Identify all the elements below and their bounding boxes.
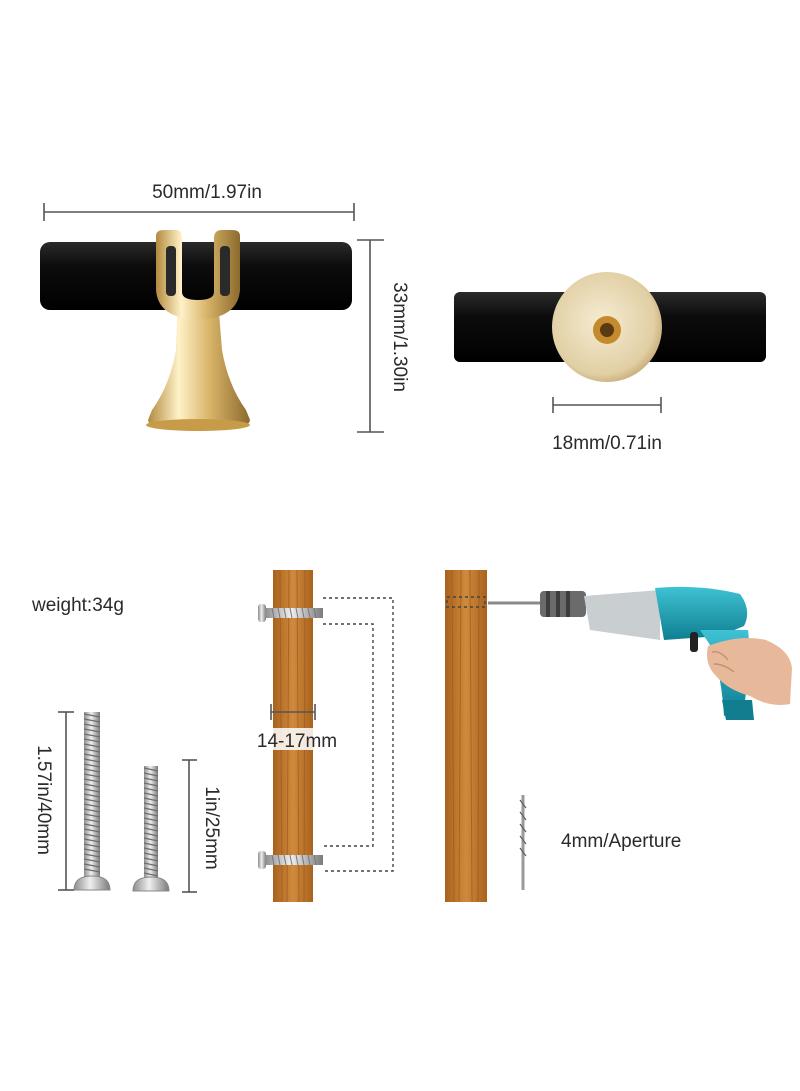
short-screw-label: 1in/25mm (201, 786, 222, 869)
long-screw-label: 1.57in/40mm (33, 745, 54, 855)
panel-thickness-label-bg (252, 728, 348, 750)
knob-height-label: 33mm/1.30in (389, 282, 410, 392)
wood-grain-2 (451, 569, 480, 903)
drill-gearbox (584, 590, 660, 640)
drill-bit-icon (519, 795, 527, 890)
install-panel: 14-17mm (252, 569, 394, 903)
drill-body (655, 586, 748, 640)
knob-base-label: 18mm/0.71in (552, 433, 662, 454)
drill-panel: 4mm/Aperture (445, 569, 792, 903)
drill-aperture-label: 4mm/Aperture (561, 831, 681, 852)
clamp-gap-left (166, 246, 176, 296)
weight-label: weight:34g (31, 595, 124, 616)
drill-trigger (690, 632, 698, 652)
wood-panel-2 (445, 570, 487, 902)
knob-back-view: 18mm/0.71in (454, 272, 766, 454)
knob-front-view: 50mm/1.97in 33mm/1.30in (40, 182, 410, 433)
short-screw (132, 766, 170, 892)
panel-screw-bottom (258, 851, 323, 869)
knob-width-label: 50mm/1.97in (152, 182, 262, 203)
hand (707, 638, 792, 705)
handle-outline-outer (323, 597, 394, 872)
power-drill (488, 586, 792, 720)
clamp-gap-right (220, 246, 230, 296)
knob-gold-clamp (156, 230, 240, 320)
knob-gold-base (148, 300, 250, 430)
screws-group: 1.57in/40mm 1in/25mm (33, 711, 222, 893)
drilled-hole-outline (446, 596, 486, 608)
panel-thickness-label: 14-17mm (257, 731, 337, 752)
drill-handle-base (722, 700, 754, 720)
long-screw (73, 712, 111, 891)
handle-outline-inner (323, 623, 374, 847)
panel-screw-top (258, 604, 323, 622)
screw-hole (600, 323, 614, 337)
drill-chuck (540, 591, 586, 617)
knob-base-rim (146, 419, 250, 431)
knob-black-bar (40, 242, 352, 310)
